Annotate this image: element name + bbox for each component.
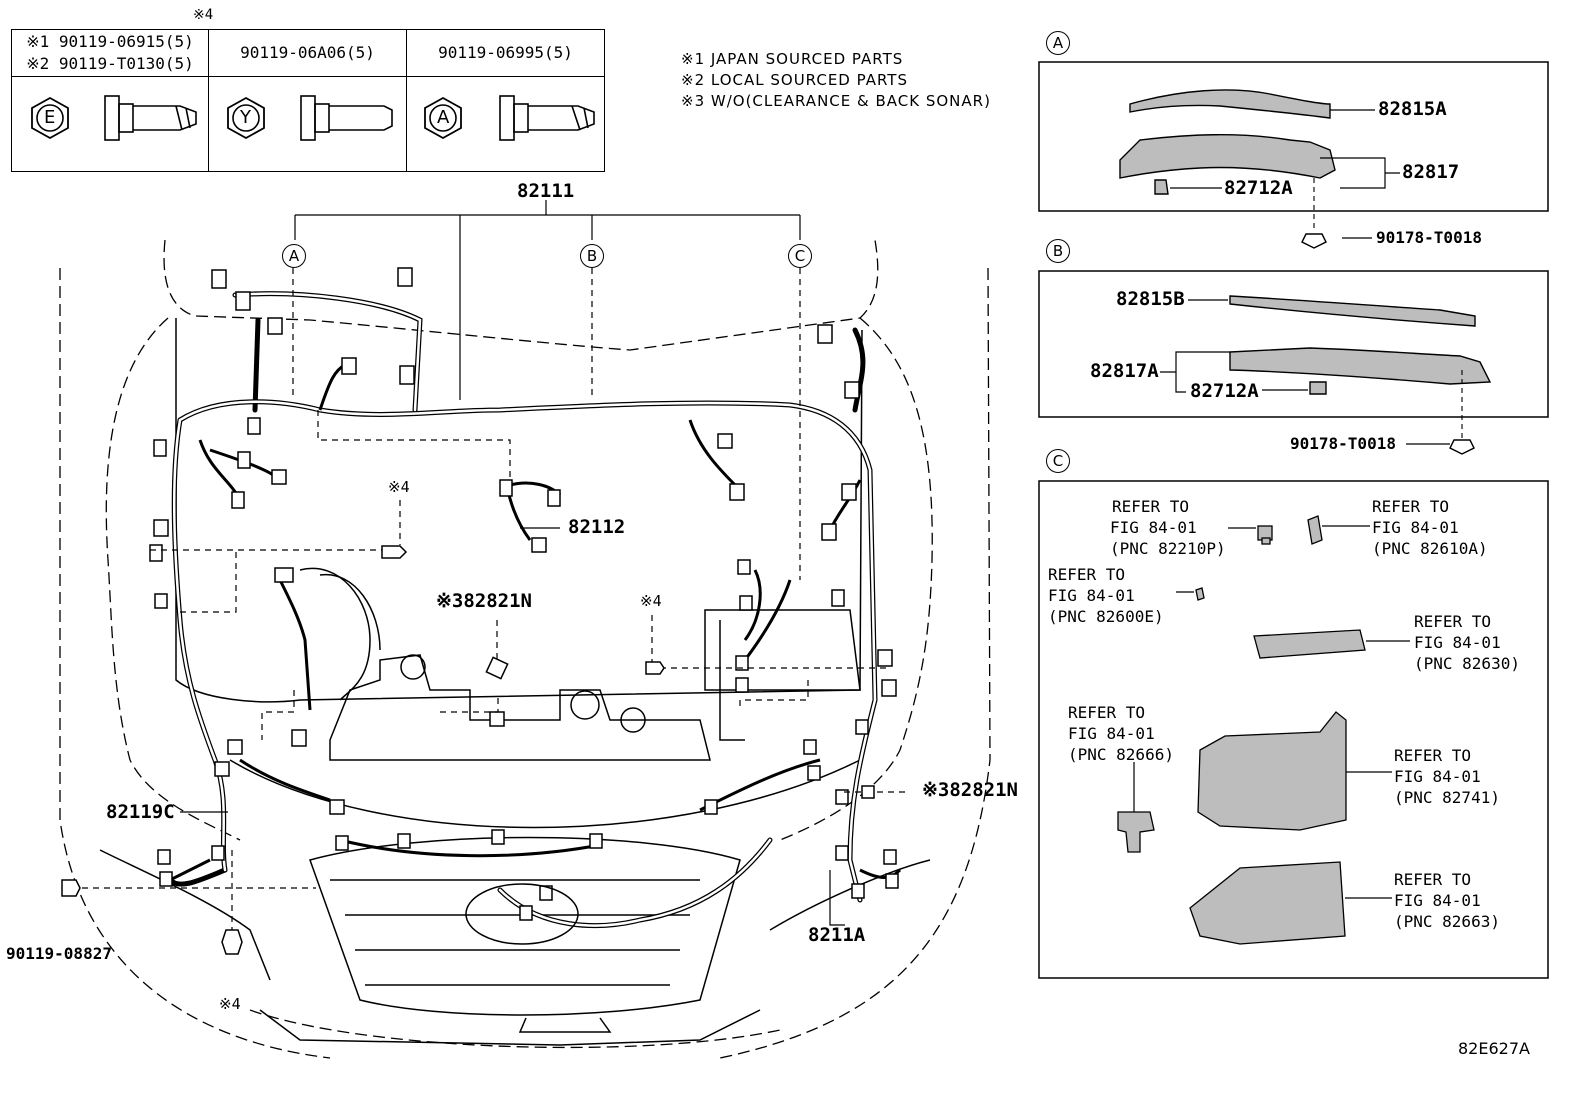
refer-82600e-line-3: (PNC 82600E) (1048, 607, 1164, 626)
label-82815b: 82815B (1116, 288, 1185, 310)
refer-82666-line-1: REFER TO (1068, 703, 1146, 722)
panel-b-letter: B (1046, 239, 1070, 263)
grille-inner (309, 836, 741, 1016)
bolt-3-icon (424, 95, 595, 141)
fender-left (59, 268, 331, 1059)
bolt-1-head-letter: E (44, 107, 56, 128)
refer-82210p-line-1: REFER TO (1112, 497, 1190, 516)
marker-4-c: ※4 (219, 995, 241, 1013)
engine-block (329, 654, 711, 761)
marker-4-a: ※4 (388, 478, 410, 496)
panel-a-letter: A (1046, 31, 1070, 55)
bolt-col-1-line-1: ※1 90119-06915(5) (26, 32, 194, 51)
part-82817a (1229, 347, 1492, 385)
refer-82630-line-3: (PNC 82630) (1414, 654, 1520, 673)
refer-82210p-line-2: FIG 84-01 (1110, 518, 1197, 537)
refer-82630: REFER TO FIG 84-01 (PNC 82630) (1414, 611, 1520, 674)
hood-outline (163, 239, 879, 351)
label-82119c: 82119C (106, 801, 175, 823)
refer-82666-line-2: FIG 84-01 (1068, 724, 1155, 743)
refer-82610a-line-3: (PNC 82610A) (1372, 539, 1488, 558)
label-90178-t0018-b: 90178-T0018 (1290, 434, 1396, 453)
refer-82610a-line-1: REFER TO (1372, 497, 1450, 516)
callout-c: C (788, 244, 812, 268)
bolt-table-marker: ※4 (193, 7, 214, 23)
headlamp-right (769, 859, 931, 931)
body-left-outline (105, 317, 241, 841)
label-82821n-top: ※382821N (436, 590, 532, 612)
bolt-col-2-line-1: 90119-06A06(5) (240, 43, 375, 62)
label-8211a: 8211A (808, 924, 866, 946)
refer-82663-line-1: REFER TO (1394, 870, 1472, 889)
label-90119-08827: 90119-08827 (6, 944, 112, 963)
bolt-col-1-image (11, 76, 209, 172)
refer-82741-line-3: (PNC 82741) (1394, 788, 1500, 807)
refer-82630-line-1: REFER TO (1414, 612, 1492, 631)
main-harness-trunk (177, 399, 878, 703)
bolt-table: ※1 90119-06915(5) ※2 90119-T0130(5) 9011… (11, 29, 605, 172)
note-3: ※3 W/O(CLEARANCE & BACK SONAR) (681, 92, 991, 110)
grille-harness-ellipse (465, 883, 579, 945)
bolt-col-3-image (406, 76, 605, 172)
part-82630 (1253, 629, 1366, 659)
panel-c-frame (1038, 480, 1549, 979)
note-2: ※2 LOCAL SOURCED PARTS (681, 71, 908, 89)
refer-82663: REFER TO FIG 84-01 (PNC 82663) (1394, 869, 1500, 932)
label-82821n-right: ※382821N (922, 779, 1018, 801)
callout-a: A (282, 244, 306, 268)
label-82817: 82817 (1402, 161, 1460, 183)
front-grille-frame (229, 759, 861, 829)
refer-82610a-line-2: FIG 84-01 (1372, 518, 1459, 537)
refer-82600e: REFER TO FIG 84-01 (PNC 82600E) (1048, 564, 1164, 627)
part-82815b (1229, 295, 1476, 327)
air-intake-hose (299, 567, 371, 701)
radiator-support (175, 318, 863, 703)
part-82817 (1119, 134, 1336, 179)
refer-82741: REFER TO FIG 84-01 (PNC 82741) (1394, 745, 1500, 808)
bumper-lower (249, 1009, 781, 1049)
refer-82600e-line-1: REFER TO (1048, 565, 1126, 584)
bolt-col-1-line-2: ※2 90119-T0130(5) (26, 54, 194, 73)
fender-right (719, 267, 991, 1059)
bolt-1-icon (31, 95, 197, 141)
part-82815a (1129, 89, 1331, 119)
refer-82663-line-2: FIG 84-01 (1394, 891, 1481, 910)
refer-82741-line-2: FIG 84-01 (1394, 767, 1481, 786)
panel-a-frame (1038, 61, 1549, 212)
label-82112: 82112 (568, 516, 626, 538)
part-82666 (1117, 811, 1155, 853)
marker-4-b: ※4 (640, 592, 662, 610)
callout-b: B (580, 244, 604, 268)
refer-82666-line-3: (PNC 82666) (1068, 745, 1174, 764)
bolt-2-icon (227, 95, 393, 141)
lower-bumper (259, 1009, 761, 1046)
bolt-col-3-header: 90119-06995(5) (406, 29, 605, 77)
bolt-col-3-line-1: 90119-06995(5) (438, 43, 573, 62)
refer-82210p-line-3: (PNC 82210P) (1110, 539, 1226, 558)
figure-id: 82E627A (1458, 1039, 1530, 1058)
label-82815a: 82815A (1378, 98, 1447, 120)
refer-82663-line-3: (PNC 82663) (1394, 912, 1500, 931)
bolt-col-1-header: ※1 90119-06915(5) ※2 90119-T0130(5) (11, 29, 209, 77)
refer-82610a: REFER TO FIG 84-01 (PNC 82610A) (1372, 496, 1488, 559)
part-82663 (1189, 861, 1346, 945)
headlamp-left (99, 849, 271, 981)
refer-82600e-line-2: FIG 84-01 (1048, 586, 1135, 605)
note-1: ※1 JAPAN SOURCED PARTS (681, 50, 904, 68)
label-82712a-b: 82712A (1190, 380, 1259, 402)
label-90178-t0018-a: 90178-T0018 (1376, 228, 1482, 247)
label-82817a: 82817A (1090, 360, 1159, 382)
part-82741 (1197, 711, 1347, 831)
refer-82630-line-2: FIG 84-01 (1414, 633, 1501, 652)
refer-82741-line-1: REFER TO (1394, 746, 1472, 765)
bolt-3-head-letter: A (437, 107, 450, 128)
bolt-2-head-letter: Y (240, 107, 251, 128)
panel-b-frame (1038, 270, 1549, 418)
refer-82210p: REFER TO FIG 84-01 (PNC 82210P) (1110, 496, 1226, 559)
refer-82666: REFER TO FIG 84-01 (PNC 82666) (1068, 702, 1174, 765)
label-82712a-a: 82712A (1224, 177, 1293, 199)
label-82111: 82111 (517, 180, 575, 202)
panel-c-letter: C (1046, 449, 1070, 473)
